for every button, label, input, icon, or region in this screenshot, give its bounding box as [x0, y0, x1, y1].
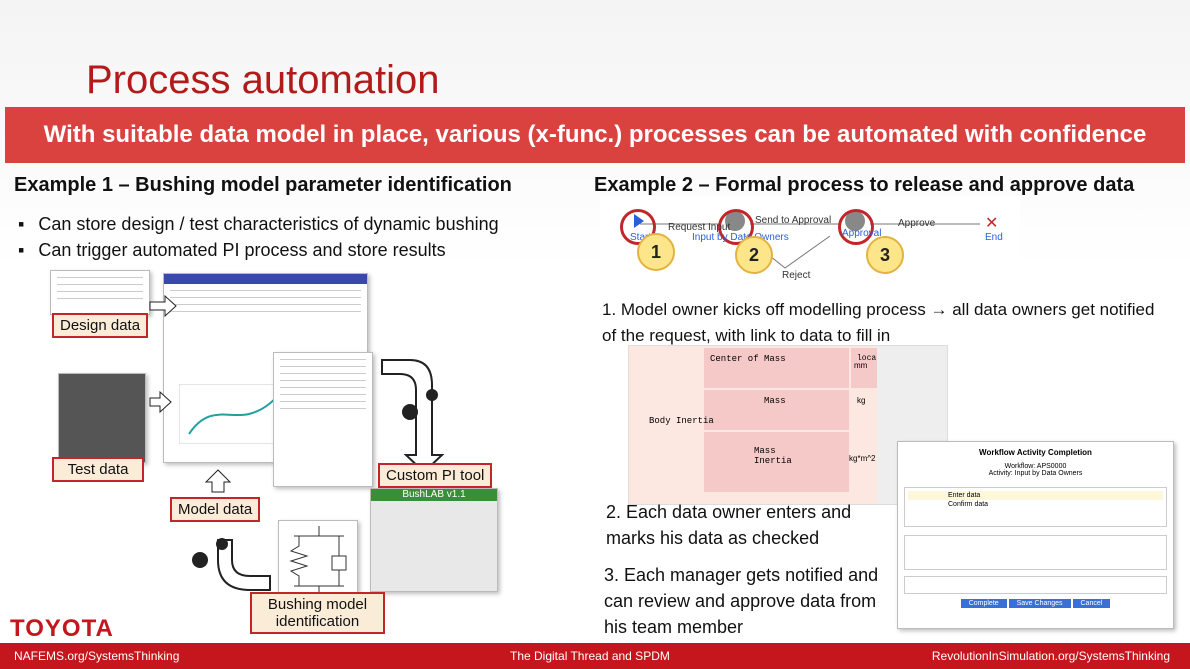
step-2-badge: 2 — [735, 236, 773, 274]
bush-values-screenshot — [273, 352, 373, 487]
banner: With suitable data model in place, vario… — [5, 107, 1185, 163]
input-highlight — [718, 209, 754, 245]
wf-request: Request Input — [668, 222, 731, 233]
bushing-label: Bushing model identification — [250, 592, 385, 634]
step1-text: 1. Model owner kicks off modelling proce… — [602, 300, 1155, 345]
grid-u3: kg*m^2 — [849, 454, 876, 463]
bullet-2: Can trigger automated PI process and sto… — [18, 240, 445, 261]
test-rig-photo — [58, 373, 146, 463]
dialog-act: Activity: Input by Data Owners — [988, 470, 1083, 477]
bullet-1: Can store design / test characteristics … — [18, 214, 498, 235]
footer: NAFEMS.org/SystemsThinking The Digital T… — [0, 643, 1190, 669]
wf-approval: Approval — [842, 228, 882, 239]
bushing-schematic — [278, 520, 358, 600]
footer-center: The Digital Thread and SPDM — [510, 649, 670, 663]
grid-u1: mm — [854, 361, 868, 370]
data-grid: Center of Mass locationParameter Mass Ma… — [628, 345, 948, 505]
grid-u2: kg — [857, 396, 866, 405]
model-data-label: Model data — [170, 497, 261, 522]
svg-text:✕: ✕ — [985, 215, 998, 232]
step2-text: 2. Each data owner enters and marks his … — [606, 502, 852, 548]
toyota-logo: TOYOTA — [10, 615, 114, 642]
wf-start: Start — [630, 232, 652, 243]
step-3-badge: 3 — [866, 236, 904, 274]
dialog-row1[interactable]: Enter data — [908, 491, 1163, 500]
save-button[interactable]: Save Changes — [1008, 599, 1071, 608]
grid-mi: Mass Inertia — [704, 432, 849, 492]
dialog-wf: Workflow: APS0000 — [1004, 463, 1067, 470]
dialog-row2[interactable]: Confirm data — [948, 501, 989, 508]
wf-input: Input by Data Owners — [692, 232, 789, 243]
flow-arrows — [149, 294, 445, 591]
tool-title: BushLAB v1.1 — [371, 489, 497, 501]
pi-tool-screenshot: BushLAB v1.1 — [370, 488, 498, 592]
grid-com: Center of Mass — [704, 348, 849, 388]
cancel-button[interactable]: Cancel — [1072, 599, 1111, 608]
example2-heading: Example 2 – Formal process to release an… — [594, 174, 1135, 196]
footer-right[interactable]: RevolutionInSimulation.org/SystemsThinki… — [931, 649, 1170, 663]
model-data-screenshot — [163, 273, 368, 463]
wf-reject: Reject — [782, 270, 811, 281]
test-data-label: Test data — [52, 457, 144, 482]
design-data-label: Design data — [52, 313, 149, 338]
approval-highlight — [838, 209, 874, 245]
wf-approve: Approve — [898, 218, 936, 229]
curve-plot — [179, 384, 289, 444]
wf-end: End — [985, 232, 1003, 243]
footer-left[interactable]: NAFEMS.org/SystemsThinking — [14, 649, 180, 663]
grid-mass: Mass — [704, 390, 849, 430]
page-title: Process automation — [86, 58, 440, 102]
design-table-image — [50, 270, 150, 315]
step-1-badge: 1 — [637, 233, 675, 271]
complete-button[interactable]: Complete — [960, 599, 1007, 608]
example1-heading: Example 1 – Bushing model parameter iden… — [14, 174, 512, 196]
dialog-title: Workflow Activity Completion — [979, 448, 1092, 457]
grid-bi: Body Inertia — [649, 416, 714, 426]
wf-send: Send to Approval — [755, 215, 832, 226]
custom-pi-label: Custom PI tool — [378, 463, 493, 488]
workflow-dialog: Workflow Activity Completion Workflow: A… — [897, 441, 1174, 629]
step3-text: 3. Each manager gets notified and can re… — [604, 565, 879, 637]
